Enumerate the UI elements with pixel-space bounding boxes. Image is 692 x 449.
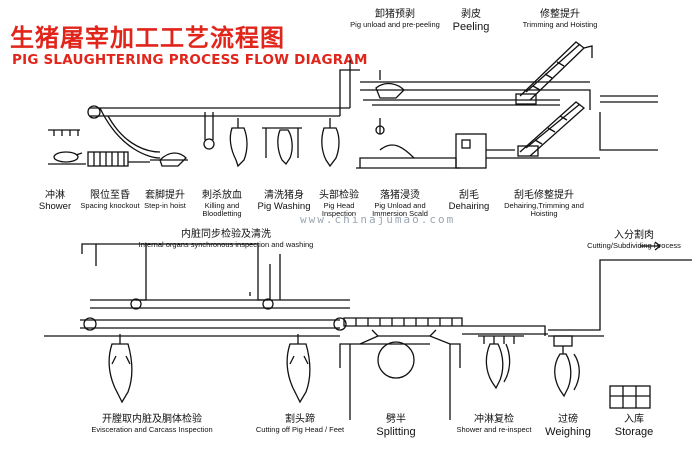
label-shower-reinspect: 冲淋复检 Shower and re-inspect (456, 414, 532, 434)
label-internal-organs: 内脏同步检验及清洗 Internal organs synchronous in… (138, 229, 314, 249)
diagram-title-cn: 生猪屠宰加工工艺流程图 (10, 24, 285, 52)
label-head-inspection: 头部检验 Pig Head Inspection (319, 190, 359, 219)
hoist-crane-bottom (515, 101, 600, 159)
label-cutting-process: 入分割肉 Cutting/Subdividing Process (587, 230, 681, 250)
watermark: www.chinajumao.com (300, 213, 456, 226)
carcasses-row2 (108, 334, 580, 404)
label-storage: 入库 Storage (614, 414, 654, 438)
label-dehairing-trimming-hoisting: 刮毛修整提升 Dehairing,Trimming and Hoisting (504, 190, 584, 219)
label-unload-prepeel: 卸猪预剥 Pig unload and pre-peeling (350, 9, 440, 29)
storage-cold-room (609, 385, 651, 409)
arrow-to-cutting (640, 241, 662, 251)
splitting-conveyor (343, 259, 692, 337)
label-evisceration: 开膛取内脏及胴体检验 Evisceration and Carcass Insp… (91, 414, 213, 434)
label-spacing-knockout: 限位至昏 Spacing knockout (80, 190, 140, 210)
weighing-scale (553, 335, 573, 354)
label-step-in-hoist: 套脚提升 Step-in hoist (144, 190, 186, 210)
upper-conveyor-rail (87, 60, 360, 159)
lower-conveyor-rail (44, 243, 350, 337)
scalding-tank (356, 133, 515, 169)
label-trimming-hoisting-top: 修整提升 Trimming and Hoisting (522, 9, 598, 29)
label-pig-washing: 清洗猪身 Pig Washing (257, 190, 311, 212)
label-cutting-head-feet: 割头蹄 Cutting off Pig Head / Feet (255, 414, 345, 434)
knockout-conveyor (87, 151, 188, 167)
label-peeling: 剥皮 Peeling (452, 9, 490, 33)
splitting-machine (339, 329, 461, 420)
label-dehairing: 刮毛 Dehairing (448, 190, 490, 212)
label-killing-bloodletting: 刺杀放血 Killing and Bloodletting (202, 190, 242, 219)
label-weighing: 过磅 Weighing (545, 414, 591, 438)
peeling-line-rail (360, 81, 658, 151)
label-unload-scald: 落猪浸烫 Pig Unload and Immersion Scald (372, 190, 428, 219)
hoist-crane-top (515, 41, 593, 105)
diagram-title-en: PIG SLAUGHTERING PROCESS FLOW DIAGRAM (12, 52, 368, 68)
label-splitting: 劈半 Splitting (376, 414, 416, 438)
carcasses-row1 (159, 70, 405, 168)
shower-reinspect-sprinklers (478, 335, 524, 344)
shower-station (48, 129, 86, 165)
label-shower: 冲淋 Shower (38, 190, 72, 212)
